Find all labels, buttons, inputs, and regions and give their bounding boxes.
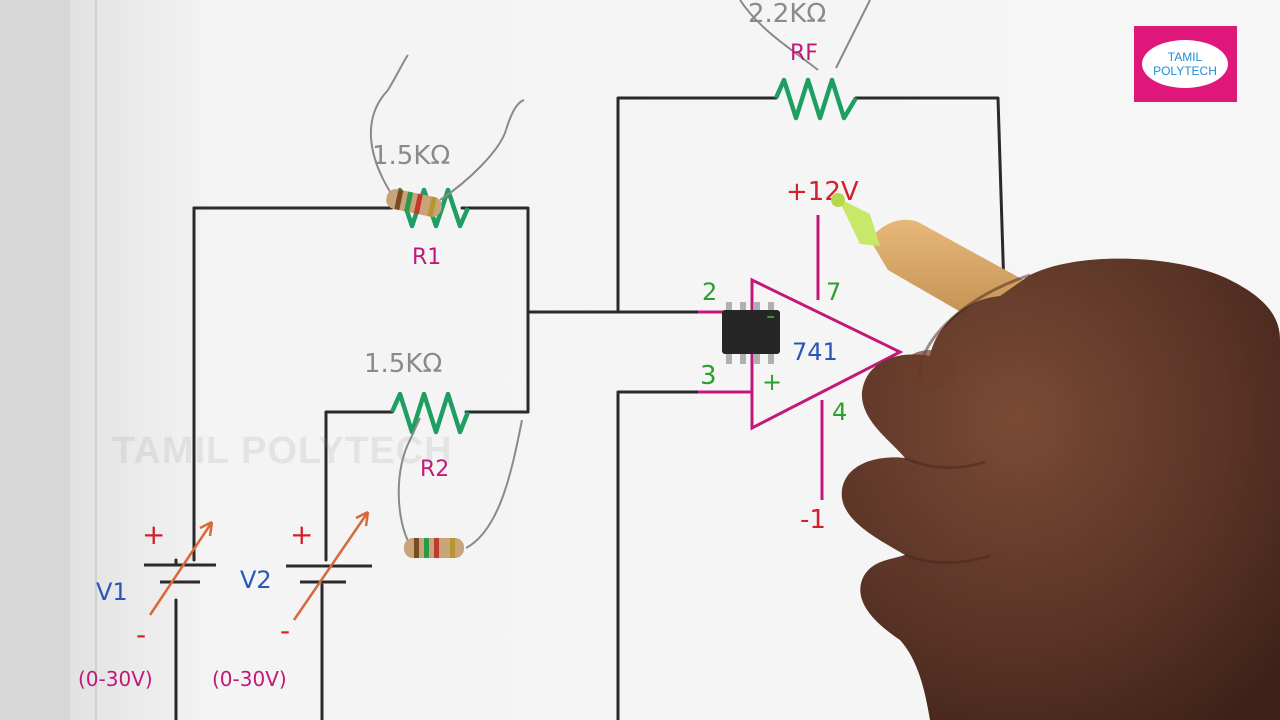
- r1-lead-right: [439, 99, 525, 201]
- variable-arrows: [148, 510, 370, 621]
- opamp-plus-sign: +: [762, 368, 782, 396]
- pin-vplus-label: 7: [826, 278, 841, 306]
- pin-vminus-label: 4: [832, 398, 847, 426]
- pin-inverting-label: 2: [702, 278, 717, 306]
- r2-component: [404, 538, 464, 558]
- r2-value-label: 1.5KΩ: [364, 349, 442, 379]
- logo-oval: TAMIL POLYTECH: [1142, 40, 1228, 88]
- wire-r2-left: [324, 410, 394, 562]
- v1-name-label: V1: [96, 578, 128, 606]
- r1-lead-left: [369, 54, 409, 196]
- wire-to-noninverting: [616, 390, 728, 720]
- opamp-minus-sign: -: [766, 301, 775, 331]
- v2-plus-label: +: [290, 518, 313, 551]
- rf-lead-right: [835, 0, 871, 69]
- r1-name-label: R1: [412, 245, 441, 270]
- rf-zigzag: [773, 77, 858, 121]
- v2-minus-label: -: [280, 614, 290, 647]
- v2-range-label: (0-30V): [212, 667, 287, 691]
- resistor-leads: [369, 0, 871, 549]
- supply-negative-label: -1: [800, 505, 826, 535]
- logo-line-1: TAMIL: [1167, 50, 1203, 64]
- rf-name-label: RF: [790, 41, 818, 66]
- v2-name-label: V2: [240, 566, 272, 594]
- r2-zigzag: [389, 391, 471, 435]
- r2-lead-left: [397, 417, 421, 546]
- v1-minus-label: -: [136, 618, 146, 651]
- v2-variable-arrow: [292, 510, 370, 621]
- watermark-text: TAMIL POLYTECH: [112, 430, 453, 472]
- r1-component: [386, 189, 442, 218]
- wire-feedback: [616, 96, 1006, 314]
- pin-noninverting-label: 3: [700, 361, 717, 391]
- r1-value-label: 1.5KΩ: [372, 141, 450, 171]
- logo-line-2: POLYTECH: [1153, 64, 1217, 78]
- r2-name-label: R2: [420, 457, 449, 482]
- rf-lead-left: [739, 0, 819, 71]
- ic-chip: [722, 302, 780, 364]
- battery-symbols: [144, 563, 372, 584]
- v1-plus-label: +: [142, 518, 165, 551]
- wire-r1-loop: [192, 206, 530, 414]
- hand: [841, 258, 1280, 720]
- wires: [174, 96, 1006, 720]
- rf-value-label: 2.2KΩ: [748, 0, 826, 29]
- v1-variable-arrow: [148, 520, 214, 616]
- supply-positive-label: +12V: [786, 177, 859, 207]
- r2-lead-right: [465, 419, 523, 549]
- opamp-part-label: 741: [792, 338, 838, 366]
- channel-logo: TAMIL POLYTECH: [1134, 26, 1237, 102]
- v1-range-label: (0-30V): [78, 667, 153, 691]
